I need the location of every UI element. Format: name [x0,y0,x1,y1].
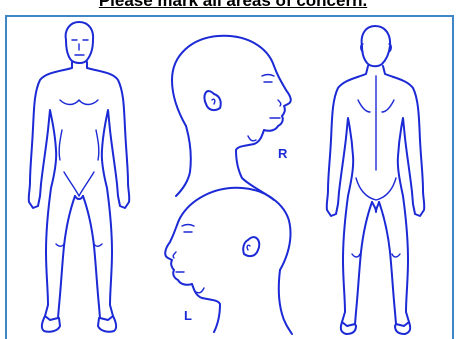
back-body-figure[interactable] [327,26,425,334]
right-head-profile[interactable]: R [172,36,291,200]
right-side-label: R [278,146,288,161]
left-head-profile[interactable]: L [165,188,292,334]
left-side-label: L [184,308,192,323]
front-body-figure[interactable] [29,22,130,332]
